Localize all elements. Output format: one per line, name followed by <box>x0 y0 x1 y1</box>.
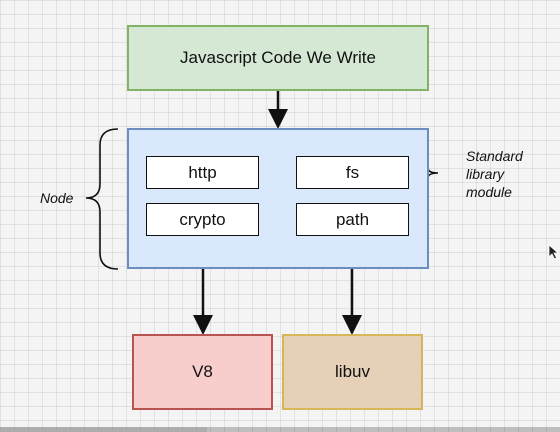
module-path-label: path <box>335 209 370 229</box>
video-progress-track[interactable] <box>0 427 560 432</box>
node-label: Node <box>40 190 74 206</box>
javascript-code-box: Javascript Code We Write <box>127 25 429 91</box>
module-fs-label: fs <box>345 162 360 182</box>
standard-library-line-3: module <box>466 184 512 200</box>
module-fs: fs <box>296 156 409 189</box>
module-http: http <box>146 156 259 189</box>
standard-library-line-2: library <box>466 166 505 182</box>
module-http-label: http <box>188 162 217 182</box>
module-crypto: crypto <box>146 203 259 236</box>
standard-library-label: Standard library module <box>466 147 556 201</box>
node-container-box <box>127 128 429 269</box>
standard-library-line-1: Standard <box>466 148 523 164</box>
javascript-code-label: Javascript Code We Write <box>180 48 376 67</box>
libuv-label: libuv <box>335 362 370 381</box>
v8-label: V8 <box>192 362 213 381</box>
v8-box: V8 <box>132 334 273 410</box>
mouse-cursor-icon <box>548 244 560 260</box>
node-brace <box>85 128 119 270</box>
module-path: path <box>296 203 409 236</box>
module-crypto-label: crypto <box>179 209 226 229</box>
video-progress-fill <box>0 427 208 432</box>
libuv-box: libuv <box>282 334 423 410</box>
